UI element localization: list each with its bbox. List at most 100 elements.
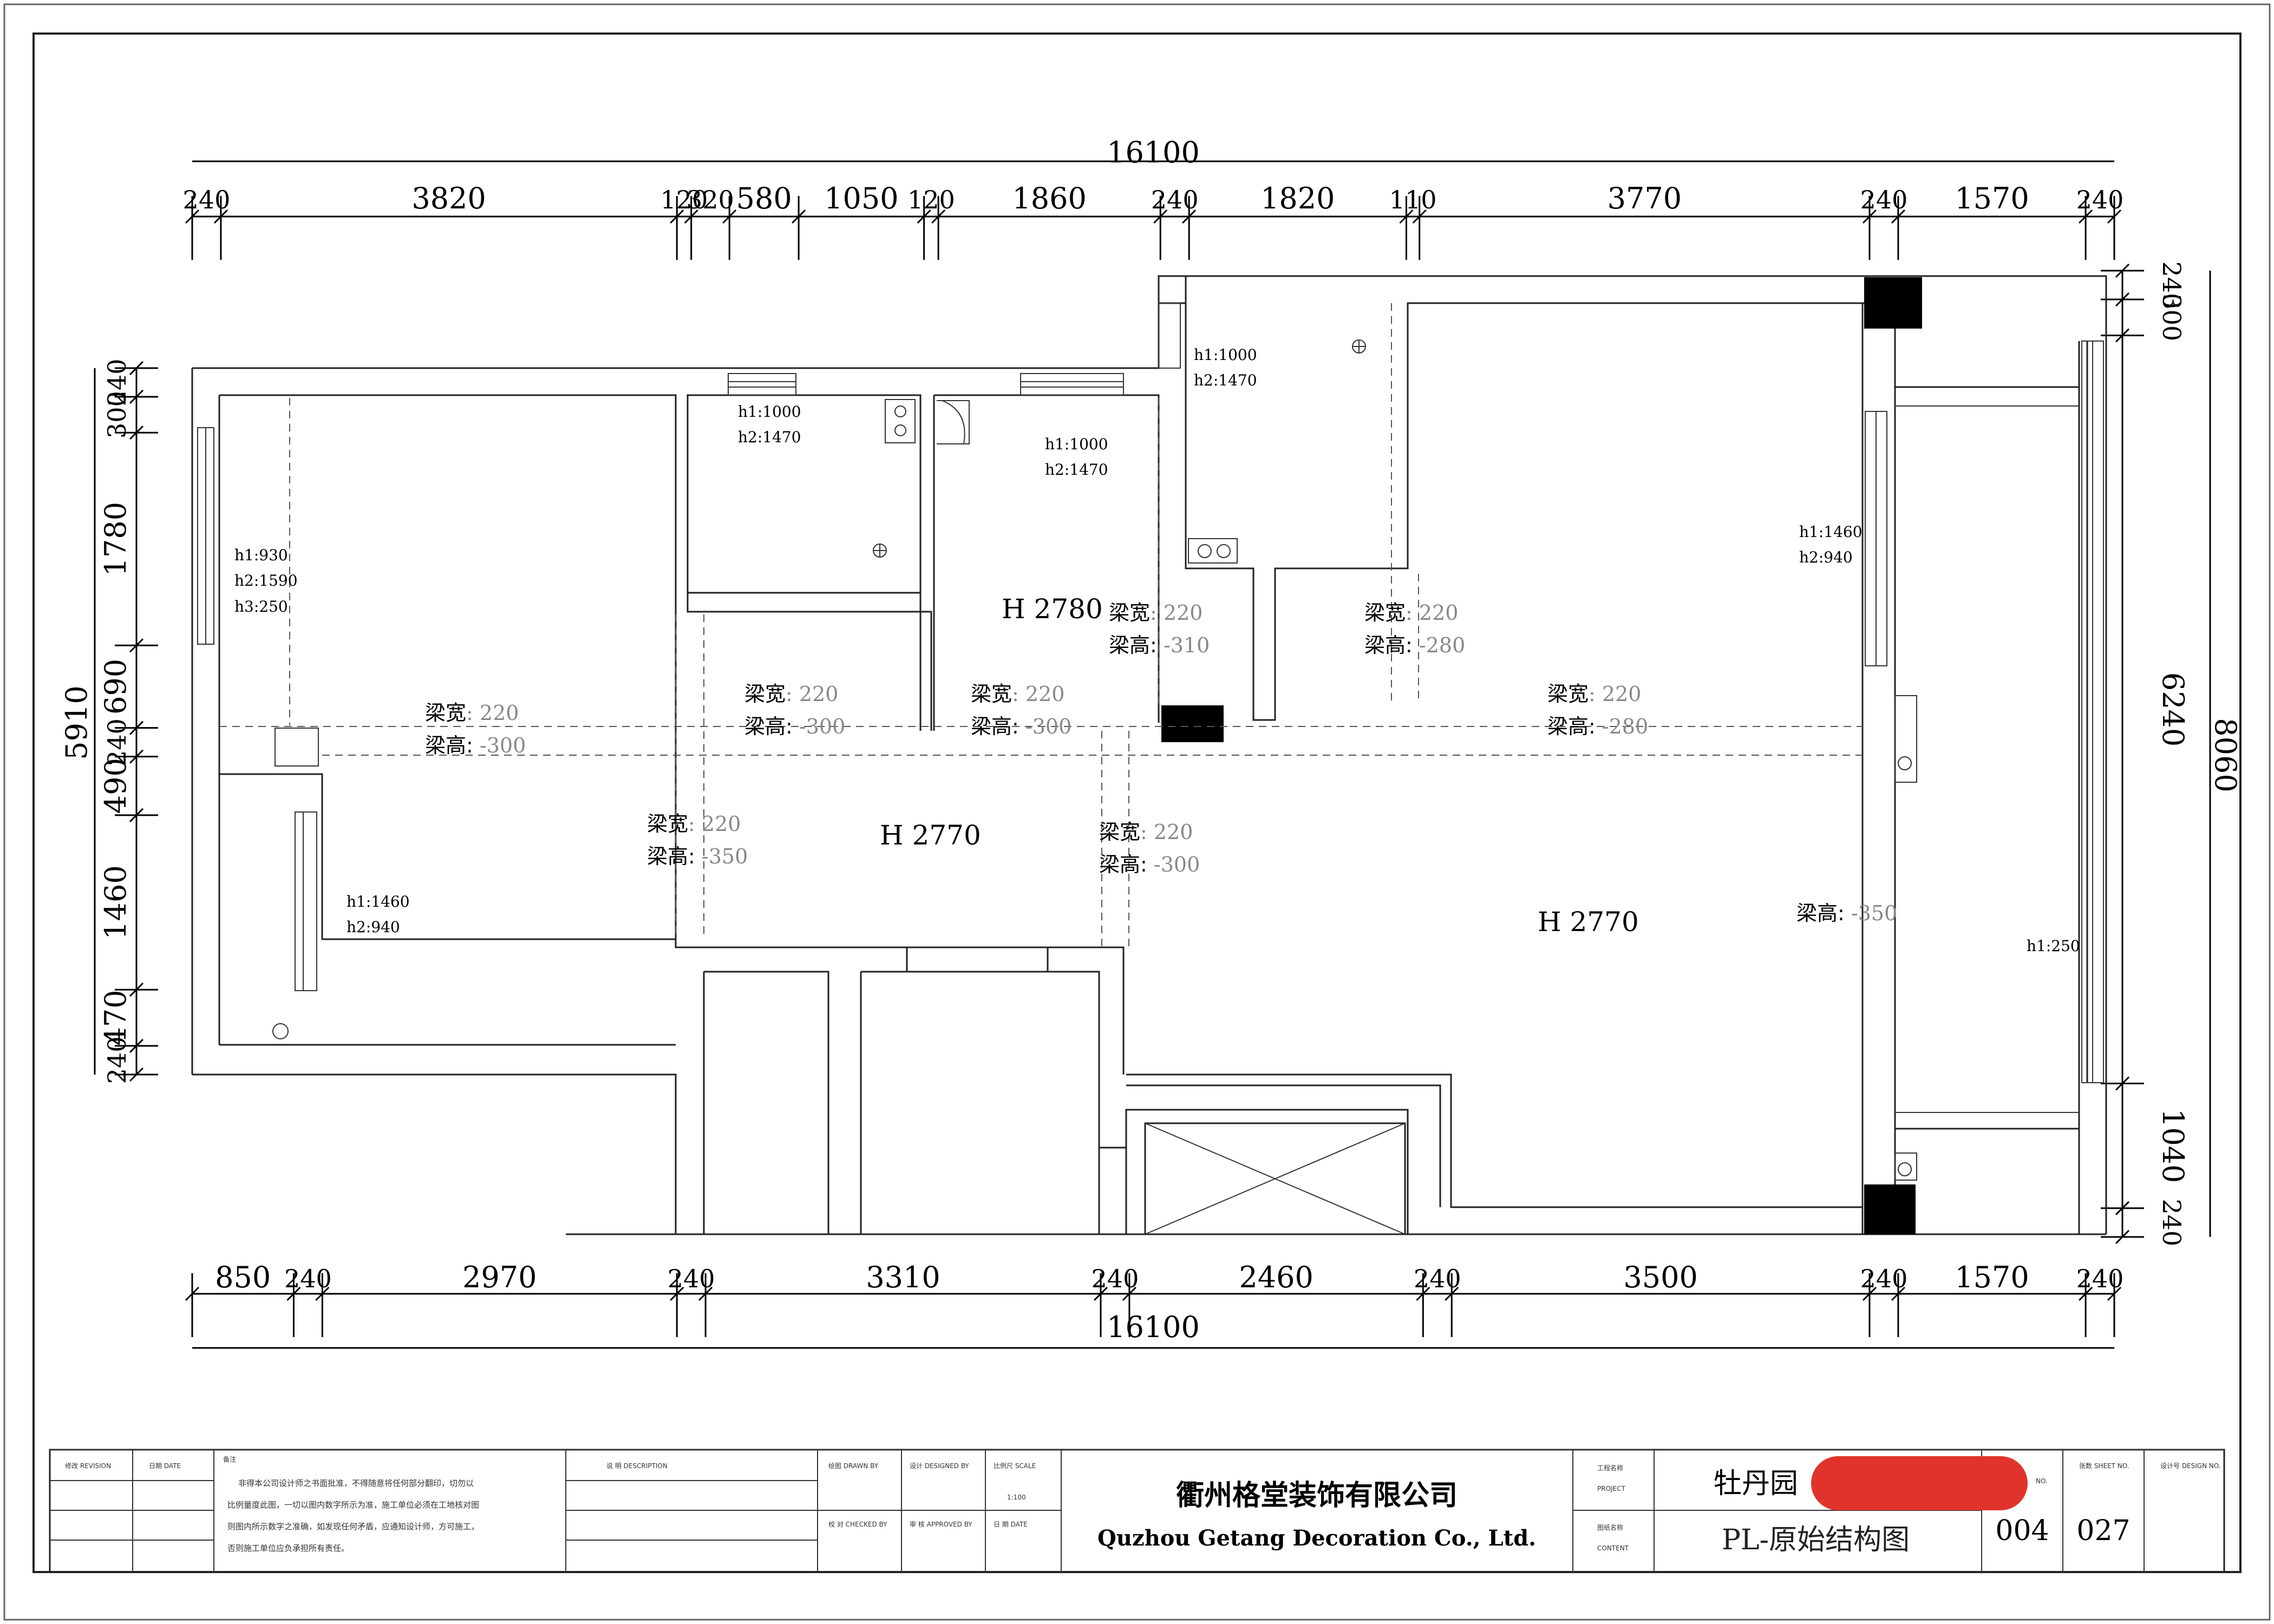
top-segment-dim: 110 <box>1389 185 1437 214</box>
svg-text:h2:1590: h2:1590 <box>234 572 298 590</box>
svg-text:绘图 DRAWN BY: 绘图 DRAWN BY <box>828 1462 879 1470</box>
beam-width-label: 梁宽: 220 <box>1099 820 1193 844</box>
column <box>1864 277 1922 329</box>
bottom-segment-dim: 2970 <box>462 1260 537 1294</box>
pipe-icon <box>272 1023 289 1039</box>
svg-text:h1:1460: h1:1460 <box>1799 523 1863 541</box>
bottom-segment-dim: 850 <box>215 1260 271 1294</box>
ceiling-height-label: H 2780 <box>1002 593 1103 625</box>
svg-text:备注: 备注 <box>223 1455 236 1463</box>
left-segment-dim: 690 <box>99 659 133 715</box>
beam-height-label: 梁高: -350 <box>1796 901 1897 925</box>
left-segment-dim: 470 <box>99 990 133 1046</box>
svg-text:工程名称: 工程名称 <box>1597 1464 1623 1472</box>
beam-height-label: 梁高: -300 <box>425 734 526 757</box>
top-segment-dim: 3770 <box>1608 181 1682 215</box>
top-segment-dim: 1570 <box>1955 181 2029 215</box>
top-segment-dim: 240 <box>183 185 231 214</box>
top-segment-dim: 1050 <box>824 181 898 215</box>
top-segment-dim: 1860 <box>1012 181 1086 215</box>
svg-text:说 明 DESCRIPTION: 说 明 DESCRIPTION <box>606 1462 668 1470</box>
svg-text:PROJECT: PROJECT <box>1597 1485 1626 1492</box>
svg-text:h1:1000: h1:1000 <box>738 403 801 421</box>
svg-text:CONTENT: CONTENT <box>1597 1544 1629 1552</box>
company-name-cn: 衢州格堂装饰有限公司 <box>1176 1479 1458 1512</box>
windows <box>197 303 2104 1113</box>
right-segment-dim: 6240 <box>2156 672 2190 746</box>
beam-width-label: 梁宽: 220 <box>425 701 519 725</box>
svg-text:日期 DATE: 日期 DATE <box>149 1462 181 1470</box>
left-segment-dim: 240 <box>102 718 132 766</box>
right-segment-dim: 240 <box>2157 261 2186 309</box>
top-segment-dim: 240 <box>1151 185 1199 214</box>
title-block: 修改 REVISION 日期 DATE 备注 非得本公司设计师之书面批准，不得随… <box>49 1449 2225 1573</box>
floor-drain-icon <box>1352 339 1366 353</box>
beam-width-label: 梁宽: 220 <box>971 682 1064 706</box>
svg-text:h1:1000: h1:1000 <box>1045 435 1108 453</box>
beam-height-label: 梁高: -310 <box>1109 633 1210 657</box>
beam-width-label: 梁宽: 220 <box>1547 682 1641 706</box>
ceiling-height-label: H 2770 <box>1538 906 1639 938</box>
svg-text:图纸名称: 图纸名称 <box>1597 1523 1623 1531</box>
beam-annotations: 梁宽: 220 梁高: -300 梁宽: 220 梁高: -300 梁宽: 220 梁高:… <box>425 601 1897 925</box>
bottom-segment-dim: 240 <box>1414 1264 1461 1293</box>
drawing-name: PL-原始结构图 <box>1722 1524 1910 1556</box>
svg-text:h1:930: h1:930 <box>234 546 288 564</box>
left-segment-dim: 490 <box>99 758 133 814</box>
fixtures <box>272 339 1917 1181</box>
structural-columns <box>1161 277 1922 1234</box>
svg-text:张数 SHEET NO.: 张数 SHEET NO. <box>2079 1462 2129 1470</box>
top-segment-dim: 240 <box>2076 185 2124 214</box>
beam-width-label: 梁宽: 220 <box>1364 601 1458 625</box>
svg-text:日 期 DATE: 日 期 DATE <box>994 1521 1028 1528</box>
right-total-dim: 8060 <box>2208 718 2243 792</box>
company-name-en: Quzhou Getang Decoration Co., Ltd. <box>1097 1525 1536 1551</box>
bottom-segment-dim: 240 <box>668 1264 715 1293</box>
svg-text:1:100: 1:100 <box>1007 1494 1026 1501</box>
ceiling-heights: H 2780 H 2770 H 2770 <box>880 593 1639 938</box>
svg-text:比例量度此图，一切以图内数字所示为准，施工单位必须在工地核对: 比例量度此图，一切以图内数字所示为准，施工单位必须在工地核对图 <box>227 1500 479 1510</box>
top-segment-dim: 240 <box>1860 185 1908 214</box>
column <box>1864 1184 1916 1234</box>
column <box>1161 705 1224 742</box>
svg-text:h3:250: h3:250 <box>234 598 288 615</box>
walls <box>191 275 2107 1235</box>
right-segment-dim: 1040 <box>2156 1109 2190 1183</box>
svg-text:设计 DESIGNED BY: 设计 DESIGNED BY <box>910 1462 969 1470</box>
bottom-segment-dim: 240 <box>1092 1264 1139 1293</box>
top-segment-dim: 3820 <box>411 181 486 215</box>
bottom-segment-dim: 240 <box>1860 1264 1908 1293</box>
right-segment-dim: 240 <box>2157 1199 2186 1247</box>
top-total-dim: 16100 <box>1107 135 1200 169</box>
beam-width-label: 梁宽: 220 <box>1109 601 1203 625</box>
pipe-icon <box>1898 756 1912 770</box>
beam-width-label: 梁宽: 220 <box>744 682 838 706</box>
svg-text:校 对 CHECKED BY: 校 对 CHECKED BY <box>828 1520 887 1528</box>
bottom-segment-dim: 2460 <box>1239 1260 1313 1294</box>
beam-height-label: 梁高: -280 <box>1364 633 1465 657</box>
pipe-icon <box>1898 1162 1912 1176</box>
project-name: 牡丹园 <box>1714 1468 1798 1500</box>
left-total-dim: 5910 <box>60 685 94 759</box>
svg-text:审 核 APPROVED BY: 审 核 APPROVED BY <box>910 1520 972 1528</box>
drawing-number: 004 <box>1995 1515 2049 1547</box>
beam-height-label: 梁高: -300 <box>1099 853 1200 876</box>
beam-height-label: 梁高: -280 <box>1547 715 1648 738</box>
ceiling-height-label: H 2770 <box>880 820 981 851</box>
svg-text:修改 REVISION: 修改 REVISION <box>65 1462 111 1470</box>
left-segment-dim: 240 <box>102 1037 132 1084</box>
sheet-number: 027 <box>2076 1515 2130 1547</box>
outer-frame <box>3 3 2271 1621</box>
right-segment-dim: 300 <box>2157 293 2186 341</box>
svg-text:h2:1470: h2:1470 <box>1194 371 1257 389</box>
bottom-segment-dim: 3310 <box>866 1260 940 1294</box>
top-segment-dim: 1820 <box>1260 181 1335 215</box>
svg-text:则图内所示数字之准确，如发现任何矛盾，应通知设计师，方可施工: 则图内所示数字之准确，如发现任何矛盾，应通知设计师，方可施工， <box>227 1522 479 1531</box>
top-segment-dim: 120 <box>907 185 955 214</box>
left-segment-dim: 1780 <box>99 502 133 576</box>
beam-lines <box>219 303 1863 947</box>
beam-height-label: 梁高: -300 <box>971 715 1071 738</box>
